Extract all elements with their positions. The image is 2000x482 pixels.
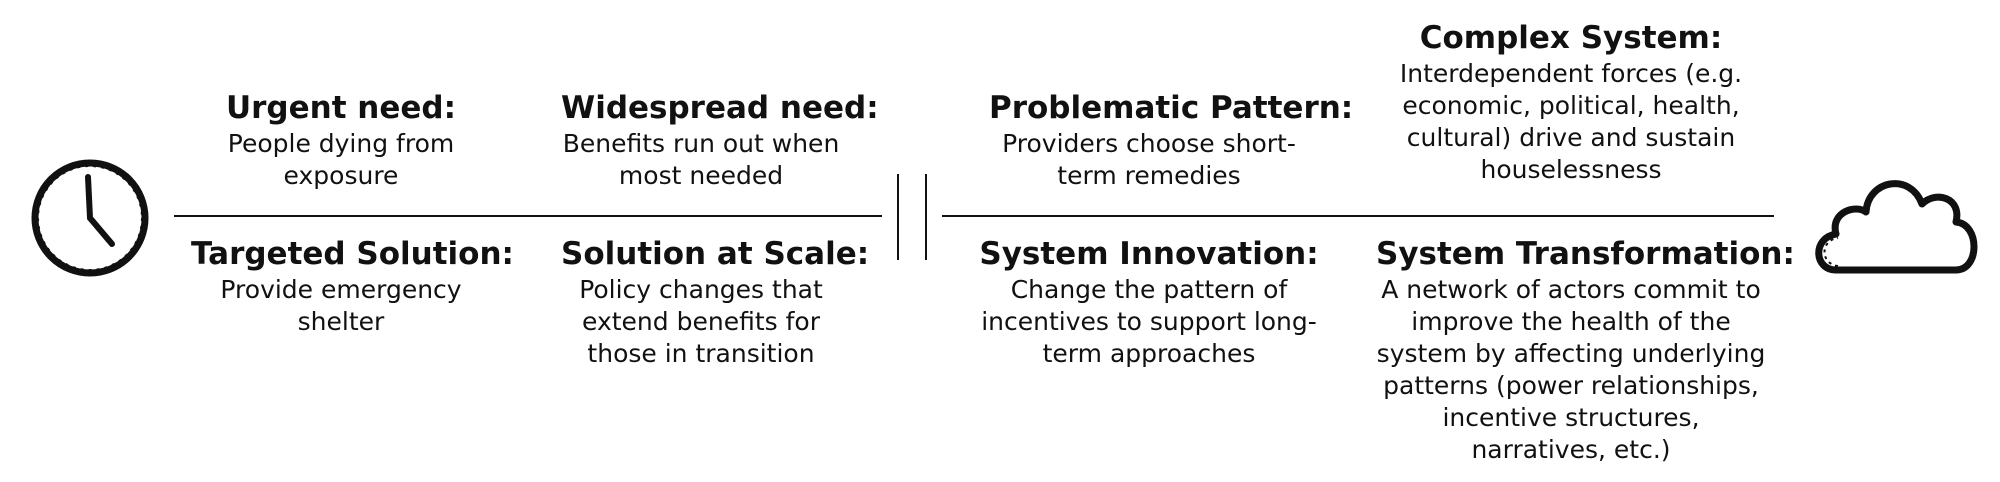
- block-text: Benefits run out when most needed: [562, 129, 840, 190]
- block-text: Providers choose short-term remedies: [1002, 129, 1296, 190]
- top-block-problematic-pattern: Problematic Pattern: Providers choose sh…: [989, 90, 1354, 192]
- block-title: System Transformation:: [1376, 236, 1795, 272]
- top-block-complex-system: Complex System: Interdependent forces (e…: [1391, 20, 1751, 186]
- block-text: Policy changes that extend benefits for …: [579, 275, 823, 368]
- block-text: Change the pattern of incentives to supp…: [981, 275, 1317, 368]
- top-block-urgent-need: Urgent need: People dying from exposure: [191, 90, 491, 192]
- phase-separator-left: [897, 174, 899, 260]
- block-text: Interdependent forces (e.g. economic, po…: [1399, 59, 1743, 184]
- divider-line-right: [942, 215, 1774, 217]
- bottom-block-system-innovation: System Innovation: Change the pattern of…: [969, 236, 1329, 370]
- block-text: A network of actors commit to improve th…: [1376, 275, 1766, 464]
- block-title: Targeted Solution:: [191, 236, 514, 272]
- block-text: Provide emergency shelter: [220, 275, 462, 336]
- block-title: Widespread need:: [561, 90, 879, 126]
- block-title: Complex System:: [1419, 20, 1723, 56]
- block-text: People dying from exposure: [227, 129, 455, 190]
- top-block-widespread-need: Widespread need: Benefits run out when m…: [561, 90, 879, 192]
- block-title: Problematic Pattern:: [989, 90, 1354, 126]
- bottom-block-system-transformation: System Transformation: A network of acto…: [1376, 236, 1795, 466]
- block-title: System Innovation:: [979, 236, 1319, 272]
- bottom-block-solution-at-scale: Solution at Scale: Policy changes that e…: [561, 236, 870, 370]
- divider-line-left: [174, 215, 882, 217]
- block-title: Solution at Scale:: [561, 236, 870, 272]
- block-title: Urgent need:: [225, 90, 457, 126]
- bottom-block-targeted-solution: Targeted Solution: Provide emergency she…: [191, 236, 514, 338]
- cloud-icon: [1815, 180, 1978, 274]
- phase-separator-right: [925, 174, 927, 260]
- clock-icon: [31, 159, 149, 277]
